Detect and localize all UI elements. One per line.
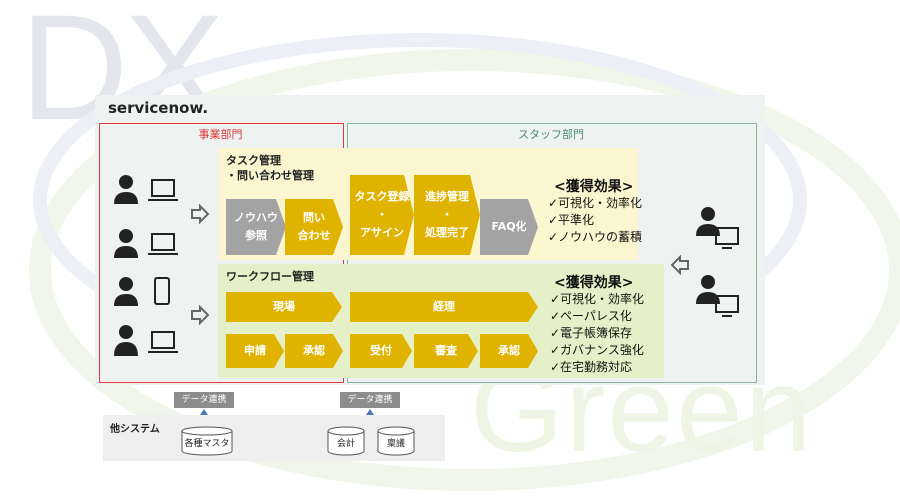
staff-users-icons [696,207,739,317]
user-icon [114,277,138,306]
step-progress: 進捗管理 ・ 処理完了 [414,175,480,255]
user-icon [696,207,720,236]
task-band-title: タスク管理 ・問い合わせ管理 [226,154,314,182]
db-label: 各種マスタ [184,439,230,449]
arrow-right-icon [191,305,210,325]
arrow-left-icon [670,255,689,275]
laptop-icon [148,179,178,201]
staff-dept-title: スタッフ部門 [518,128,584,141]
data-link-tag: データ連携 [174,392,234,408]
step-approve-1: 承認 [285,334,343,368]
step-apply: 申請 [226,334,284,368]
business-users-icons [114,175,178,356]
effect1-item: ✓可視化・効率化 [548,196,643,210]
business-dept-title: 事業部門 [198,128,243,141]
effect1-item: ✓ノウハウの蓄積 [548,230,643,244]
effect2-item: ✓ペーパレス化 [550,309,632,323]
effect2-item: ✓在宅勤務対応 [550,360,633,374]
db-label: 会計 [336,439,355,449]
effects2-title: <獲得効果> [554,275,634,291]
db-label: 稟議 [386,439,405,449]
effects1-title: <獲得効果> [554,179,634,195]
effect2-item: ✓ガバナンス強化 [550,343,644,357]
workflow-band-title: ワークフロー管理 [226,270,314,283]
monitor-icon [715,295,739,317]
database-icon [181,426,233,456]
arrow-right-icon [191,204,210,224]
data-link-tag: データ連携 [340,392,400,408]
effect2-item: ✓可視化・効率化 [550,292,645,306]
laptop-icon [148,331,178,353]
step-faq: FAQ化 [480,199,538,255]
laptop-icon [148,233,178,255]
step-knowhow: ノウハウ 参照 [226,199,286,255]
step-task-register: タスク登録 ・ アサイン [350,175,414,255]
servicenow-logo: servicenow. [108,99,209,117]
user-icon [114,229,138,258]
user-icon [696,275,720,304]
monitor-icon [715,227,739,249]
step-review: 審査 [414,334,478,368]
step-genba: 現場 [226,292,342,322]
step-keiri: 経理 [350,292,538,322]
other-systems-label: 他システム [110,424,160,435]
database-icon [377,426,415,456]
step-approve-2: 承認 [480,334,538,368]
step-receive: 受付 [350,334,412,368]
user-icon [114,325,138,356]
effect1-item: ✓平準化 [548,213,595,227]
effect2-item: ✓電子帳簿保存 [550,326,633,340]
database-icon [327,426,365,456]
step-inquiry: 問い 合わせ [285,199,343,255]
smartphone-icon [154,277,170,305]
user-icon [114,175,138,204]
